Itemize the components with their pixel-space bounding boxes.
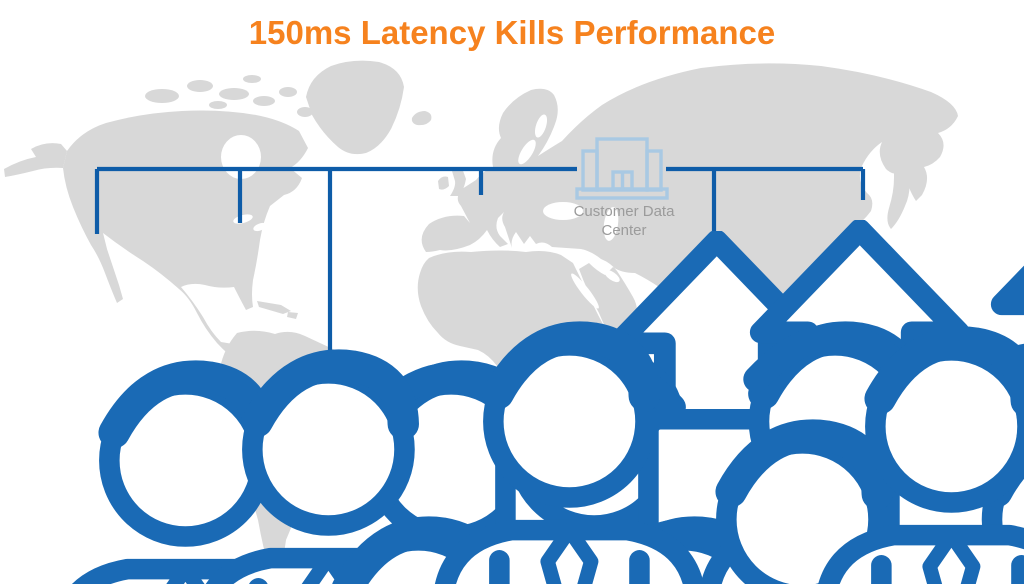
data-center-label: Customer Data Center (573, 203, 675, 239)
island-hispaniola (287, 312, 298, 319)
continent-greenland (306, 60, 404, 155)
island-iceland (411, 111, 432, 126)
island-ireland (438, 176, 449, 190)
island-cuba (257, 301, 291, 314)
continent-alaska (4, 143, 67, 177)
island-great-britain (450, 167, 466, 196)
continent-north-america (63, 110, 308, 387)
page-title: 150ms Latency Kills Performance (248, 14, 776, 51)
island-hokkaido (901, 145, 911, 157)
island-japan (887, 158, 910, 229)
data-center-building-icon (575, 137, 669, 200)
